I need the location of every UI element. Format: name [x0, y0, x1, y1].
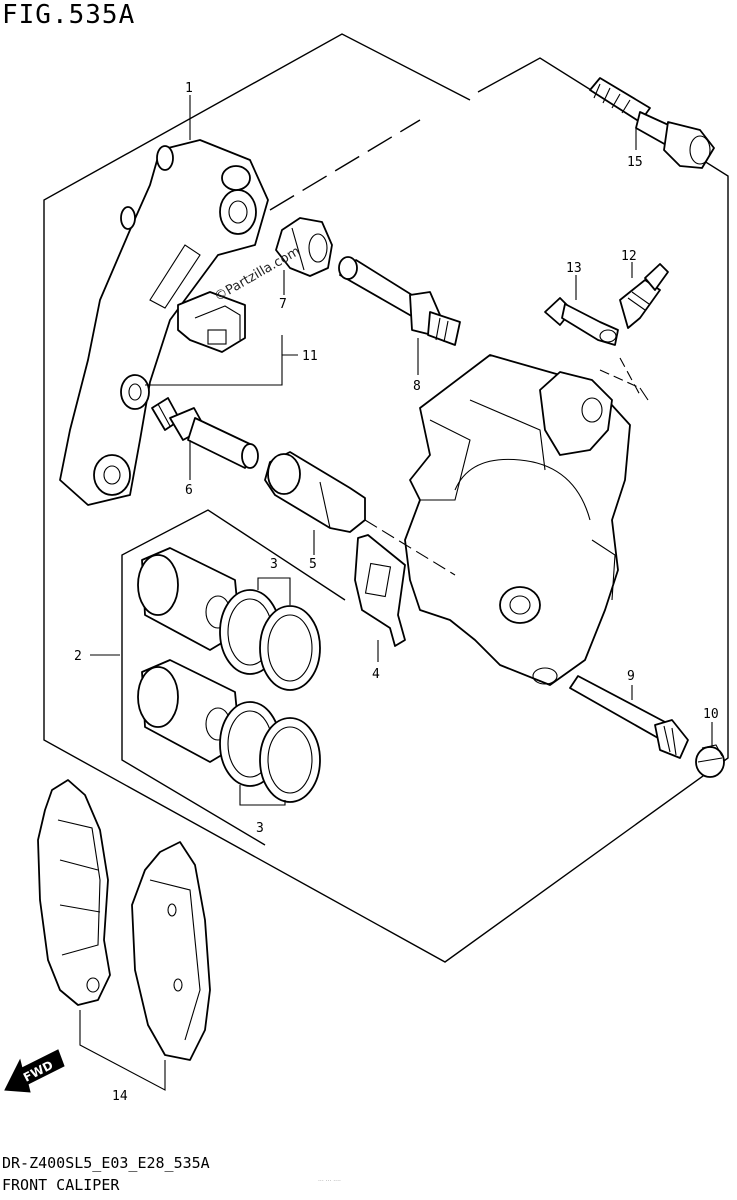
callout-3-lower: 3 [256, 821, 264, 836]
callout-11: 11 [302, 349, 318, 364]
fwd-arrow-icon: FWD [4, 1049, 65, 1093]
piston-set[interactable] [137, 547, 241, 763]
model-code: DR-Z400SL5_E03_E28_535A [2, 1154, 210, 1172]
boot-small[interactable] [275, 217, 333, 277]
callout-1: 1 [185, 81, 193, 96]
callout-4: 4 [372, 667, 380, 682]
faint-footer-text: ··· ··· ···· [318, 1178, 341, 1185]
callout-3-upper: 3 [270, 557, 278, 572]
callout-5: 5 [309, 557, 317, 572]
callout-8: 8 [413, 379, 421, 394]
piston-seal-lower[interactable] [219, 701, 321, 803]
callout-12: 12 [621, 249, 637, 264]
callout-2: 2 [74, 649, 82, 664]
caliper-mount-bolt[interactable] [589, 77, 715, 169]
pad-pin-plug[interactable] [695, 744, 725, 778]
callout-14: 14 [112, 1089, 128, 1104]
piston-seal-upper[interactable] [219, 589, 321, 691]
pad-spring[interactable] [354, 534, 406, 647]
caliper-body[interactable] [404, 354, 631, 686]
callout-labels: 1 2 3 3 4 5 6 7 8 9 10 11 12 13 14 15 [74, 81, 719, 1104]
figure-name: FRONT CALIPER [2, 1176, 120, 1194]
slide-pin[interactable] [151, 397, 259, 469]
bleeder-valve[interactable] [619, 263, 669, 329]
bleeder-cap[interactable] [544, 297, 619, 346]
callout-10: 10 [703, 707, 719, 722]
seal-bracket-upper [257, 577, 291, 605]
pad-set-bracket [79, 1010, 166, 1091]
callout-15: 15 [627, 155, 643, 170]
piston-set-frame [121, 509, 346, 846]
callout-7: 7 [279, 297, 287, 312]
seal-bracket-lower [239, 785, 286, 806]
brake-pad-set[interactable] [37, 779, 211, 1061]
callout-6: 6 [185, 483, 193, 498]
slide-pin-2[interactable] [338, 256, 461, 346]
pad-pin[interactable] [569, 675, 689, 759]
caliper-bracket[interactable] [59, 139, 269, 506]
callout-9: 9 [627, 669, 635, 684]
assembly-frame [43, 33, 729, 963]
callout-13: 13 [566, 261, 582, 276]
leader-lines [90, 95, 713, 746]
frame-dashed-line [269, 119, 421, 211]
figure-title: FIG.535A [2, 0, 136, 30]
boot[interactable] [264, 451, 456, 576]
pad-retainer[interactable] [177, 291, 246, 353]
